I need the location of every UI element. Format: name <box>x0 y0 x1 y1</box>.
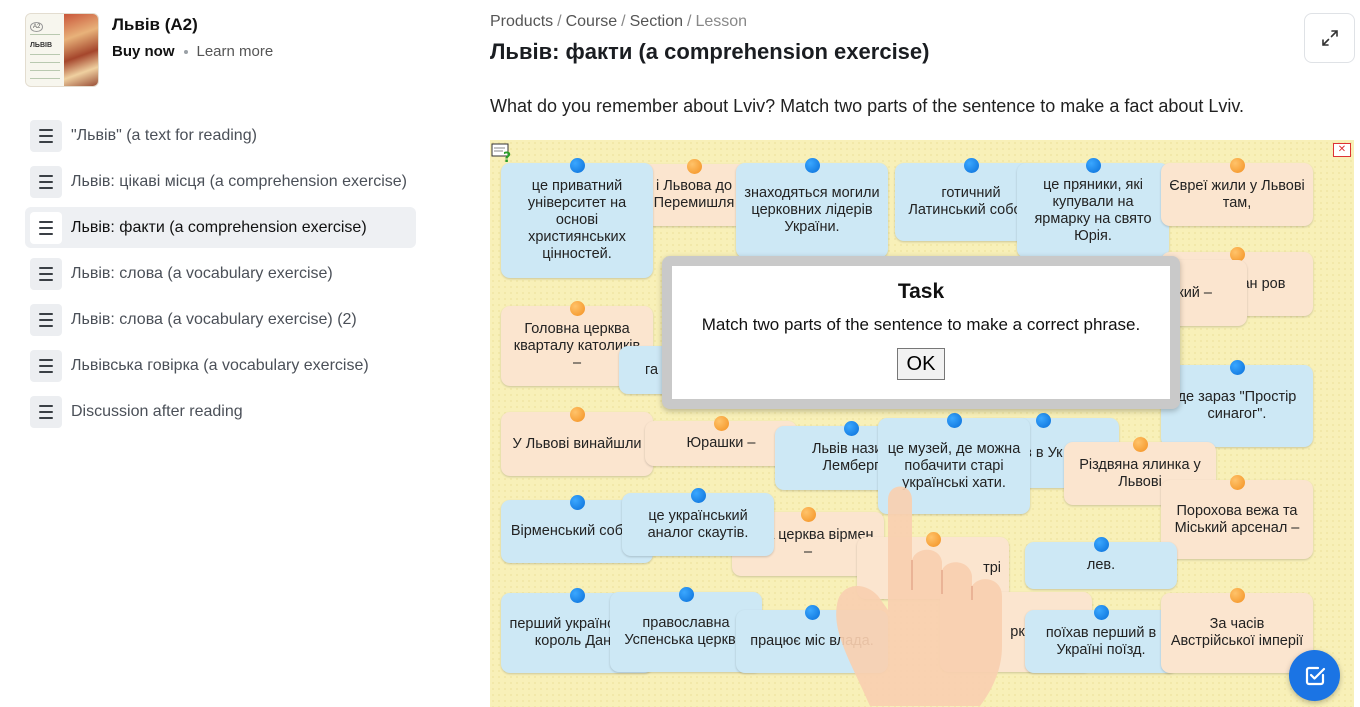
answer-card[interactable]: Порохова вежа та Міський арсенал – <box>1161 475 1313 559</box>
lesson-item[interactable]: "Львів" (a text for reading) <box>25 115 416 156</box>
lesson-lines-icon <box>30 303 62 336</box>
svg-text:?: ? <box>503 150 511 163</box>
lesson-lines-icon <box>30 165 62 198</box>
help-icon[interactable]: ? <box>491 143 513 163</box>
thumb-photo <box>64 14 98 86</box>
pointing-hand-icon <box>836 486 1002 706</box>
ok-button[interactable]: OK <box>897 348 945 380</box>
main-content: Products/Course/Section/Lesson Львів: фа… <box>490 0 1360 707</box>
answer-card[interactable]: Юрашки – <box>645 416 797 466</box>
lesson-item[interactable]: Львів: слова (a vocabulary exercise) <box>25 253 416 294</box>
lesson-label: Львівська говірка (a vocabulary exercise… <box>71 356 369 374</box>
lesson-label: Львів: слова (a vocabulary exercise) (2) <box>71 310 357 328</box>
answer-card[interactable]: лев. <box>1025 537 1177 589</box>
lesson-lines-icon <box>30 211 62 244</box>
lesson-item[interactable]: Discussion after reading <box>25 391 416 432</box>
learn-more-link[interactable]: Learn more <box>196 43 274 60</box>
answer-card[interactable]: Євреї жили у Львові там, <box>1161 158 1313 226</box>
lesson-lines-icon <box>30 349 62 382</box>
lesson-item[interactable]: Львів: цікаві місця (a comprehension exe… <box>25 161 416 202</box>
thumb-name: ЛЬВІВ <box>30 42 52 49</box>
lesson-lines-icon <box>30 119 62 152</box>
lesson-lines-icon <box>30 257 62 290</box>
lesson-label: Discussion after reading <box>71 402 243 420</box>
breadcrumb: Products/Course/Section/Lesson <box>490 13 748 30</box>
answer-card[interactable]: знаходяться могили церковних лідерів Укр… <box>736 158 888 258</box>
sidebar: A2 ЛЬВІВ Львів (A2) Buy now Learn more "… <box>0 0 440 707</box>
expand-icon <box>1321 30 1338 46</box>
lesson-label: Львів: факти (a comprehension exercise) <box>71 218 367 236</box>
separator-dot <box>183 49 188 54</box>
task-text: Match two parts of the sentence to make … <box>701 315 1141 334</box>
exercise-instruction: What do you remember about Lviv? Match t… <box>490 96 1245 116</box>
breadcrumb-lesson: Lesson <box>695 13 748 30</box>
expand-button[interactable] <box>1304 13 1355 63</box>
answer-card[interactable]: це український аналог скаутів. <box>622 488 774 556</box>
page-title: Львів: факти (a comprehension exercise) <box>490 39 930 64</box>
answer-card[interactable]: поїхав перший в Україні поїзд. <box>1025 605 1177 673</box>
task-title: Task <box>897 280 945 303</box>
breadcrumb-section[interactable]: Section <box>629 13 683 30</box>
lesson-item[interactable]: Львів: слова (a vocabulary exercise) (2) <box>25 299 416 340</box>
checkbox-check-icon <box>1305 666 1325 685</box>
lesson-label: "Львів" (a text for reading) <box>71 126 257 144</box>
lesson-item-active[interactable]: Львів: факти (a comprehension exercise) <box>25 207 416 248</box>
lesson-item[interactable]: Львівська говірка (a vocabulary exercise… <box>25 345 416 386</box>
answer-card[interactable]: це приватний університет на основі христ… <box>501 158 653 278</box>
breadcrumb-course[interactable]: Course <box>565 13 618 30</box>
answer-card[interactable]: де зараз "Простір синагог". <box>1161 360 1313 447</box>
product-thumbnail[interactable]: A2 ЛЬВІВ <box>25 13 99 87</box>
breadcrumb-products[interactable]: Products <box>490 13 554 30</box>
lesson-label: Львів: цікаві місця (a comprehension exe… <box>71 172 407 190</box>
task-dialog: Task Match two parts of the sentence to … <box>662 256 1180 409</box>
thumb-badge: A2 <box>30 22 44 32</box>
product-header: A2 ЛЬВІВ Львів (A2) Buy now Learn more <box>25 13 273 87</box>
matching-game[interactable]: ? ✕ і Львова до Перемишля це приватний у… <box>490 140 1354 707</box>
buy-now-link[interactable]: Buy now <box>112 43 175 60</box>
lesson-list: "Львів" (a text for reading) Львів: ціка… <box>25 115 416 437</box>
answer-card[interactable]: це пряники, які купували на ярмарку на с… <box>1017 158 1169 258</box>
check-answers-button[interactable] <box>1289 650 1340 701</box>
lesson-lines-icon <box>30 395 62 428</box>
lesson-label: Львів: слова (a vocabulary exercise) <box>71 264 333 282</box>
product-title: Львів (A2) <box>112 15 198 34</box>
fullscreen-icon[interactable]: ✕ <box>1333 143 1351 157</box>
answer-card[interactable]: У Львові винайшли <box>501 407 653 476</box>
answer-card[interactable]: За часів Австрійської імперії <box>1161 588 1313 673</box>
